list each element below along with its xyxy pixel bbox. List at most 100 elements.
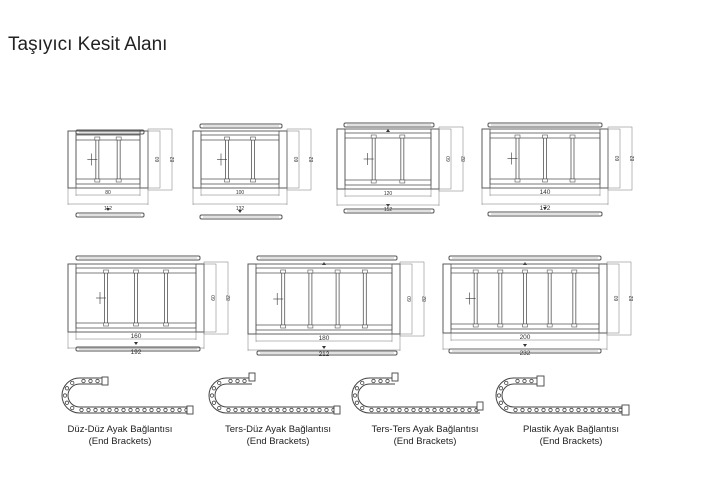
chain-link — [520, 407, 525, 413]
separator-clip-top — [280, 269, 287, 274]
chain-link — [93, 407, 98, 413]
separator-clip-bottom — [370, 179, 377, 184]
bracket-caption-3-sub: (End Brackets) — [393, 436, 457, 447]
down-arrow — [543, 207, 547, 210]
separator-clip-bottom — [514, 178, 521, 183]
separator — [400, 137, 405, 181]
separator-clip-top — [569, 134, 576, 139]
separator — [335, 272, 340, 326]
chain-outline-inner — [67, 383, 190, 408]
chain-link — [88, 378, 93, 384]
chain-link — [590, 407, 595, 413]
separator — [572, 272, 577, 325]
inner-height-label: 60 — [294, 157, 300, 163]
cable-chain-1 — [61, 376, 194, 415]
separator-clip-top — [497, 269, 504, 274]
separator-clip-bottom — [250, 178, 256, 183]
chain-link — [156, 407, 161, 413]
end-bracket-top — [248, 372, 256, 382]
separator-clip-top — [307, 269, 314, 274]
outer-height-label: 82 — [422, 296, 428, 302]
chain-link — [217, 380, 222, 386]
separator-clip-top — [163, 269, 169, 274]
chain-link — [79, 407, 84, 413]
chain-link — [404, 407, 409, 413]
outer-height-dim — [203, 261, 229, 335]
outer-frame — [67, 130, 149, 189]
bracket-caption-4-name: Plastik Ayak Bağlantısı — [523, 424, 619, 435]
chain-link — [317, 407, 322, 413]
chain-outline-outer — [61, 377, 190, 414]
inner-height-label: 60 — [614, 296, 620, 302]
separator — [134, 272, 138, 324]
inner-box — [255, 267, 393, 331]
chain-link — [261, 407, 266, 413]
chain-link — [383, 407, 388, 413]
side-plate-right — [599, 128, 609, 189]
outer-height-label: 82 — [170, 157, 176, 163]
separator — [570, 137, 575, 180]
outer-height-label: 82 — [629, 296, 635, 302]
outer-width-label: 212 — [319, 351, 330, 358]
side-plate-left — [481, 128, 491, 189]
end-bracket-bottom — [621, 404, 630, 416]
chain-link — [513, 407, 518, 413]
inner-box — [489, 132, 601, 185]
chains-layer — [61, 372, 630, 416]
chain-link — [242, 378, 247, 384]
down-arrow — [322, 346, 326, 349]
chain-link — [360, 380, 365, 386]
separator-clip-bottom — [497, 323, 504, 328]
outer-frame — [247, 263, 401, 335]
chain-link — [439, 407, 444, 413]
separator-clip-top — [334, 269, 341, 274]
chain-link — [209, 393, 215, 398]
side-plate-left — [442, 263, 452, 334]
separator-clip-bottom — [546, 323, 553, 328]
inner-box — [200, 134, 280, 185]
inner-width-label: 120 — [384, 191, 393, 197]
chain-link — [498, 386, 504, 391]
end-bracket-top — [536, 375, 545, 387]
chain-link — [247, 407, 252, 413]
bracket-caption-2: Ters-Düz Ayak Bağlantısı (End Brackets) — [208, 424, 348, 448]
separator-clip-top — [571, 269, 578, 274]
chain-outline-outer — [495, 377, 624, 414]
inner-height-label: 60 — [211, 295, 217, 301]
up-arrow — [322, 262, 326, 265]
separator — [547, 272, 552, 325]
side-plate-right — [391, 263, 401, 335]
separator-clip-bottom — [571, 323, 578, 328]
separator-clip-bottom — [133, 322, 139, 327]
outer-width-label: 132 — [236, 206, 245, 212]
chain-link — [397, 407, 402, 413]
chain-link — [289, 407, 294, 413]
chain-link — [135, 407, 140, 413]
separator — [498, 272, 503, 325]
separator-clip-top — [472, 269, 479, 274]
side-plate-right — [430, 128, 440, 190]
chain-link — [425, 407, 430, 413]
chain-link — [597, 407, 602, 413]
separator-clip-top — [115, 136, 122, 141]
chain-link — [498, 400, 504, 405]
chain-link — [576, 407, 581, 413]
side-plate-left — [67, 263, 77, 333]
bracket-caption-1-sub: (End Brackets) — [88, 436, 152, 447]
outer-height-label: 82 — [461, 156, 467, 162]
separator — [164, 272, 168, 324]
side-plate-left — [247, 263, 257, 335]
separator — [362, 272, 367, 326]
chain-link — [534, 407, 539, 413]
chain-link — [228, 378, 233, 384]
chain-link — [163, 407, 168, 413]
chain-link — [107, 407, 112, 413]
side-plate-right — [139, 130, 149, 189]
chain-link — [142, 407, 147, 413]
chain-link — [446, 407, 451, 413]
side-plate-left — [192, 130, 202, 189]
